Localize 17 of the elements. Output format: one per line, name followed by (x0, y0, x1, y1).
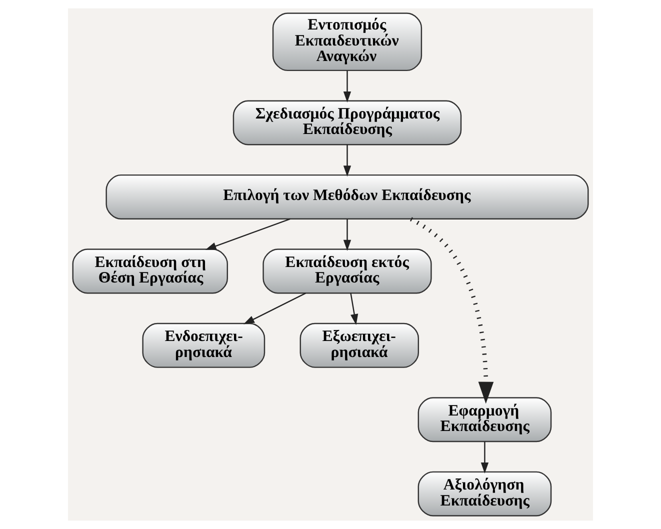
node-box: Επιλογή των Μεθόδων Εκπαίδευσης (106, 174, 589, 220)
arrow (343, 70, 352, 102)
node-box: Σχεδιασμός Προγράμματος Εκπαίδευσης (232, 100, 462, 146)
arrow (343, 144, 352, 177)
node-box: Εκπαίδευση στη Θέση Εργασίας (72, 248, 228, 294)
node-box: Εκπαίδευση εκτός Εργασίας (262, 248, 432, 294)
node-box: Εφαρμογή Εκπαίδευσης (418, 397, 552, 442)
arrow (480, 442, 489, 474)
arrow (243, 292, 306, 324)
arrow (410, 217, 494, 404)
node-box: Ενδοεπιχει- ρησιακά (142, 322, 266, 368)
node-box: Εξωεπιχει- ρησιακά (300, 322, 420, 368)
node-box: Εντοπισμός Εκπαιδευτικών Αναγκών (272, 12, 422, 72)
arrow (205, 218, 290, 250)
node-box: Αξιολόγηση Εκπαίδευσης (418, 471, 552, 516)
arrow (350, 293, 358, 326)
arrow (343, 218, 352, 251)
